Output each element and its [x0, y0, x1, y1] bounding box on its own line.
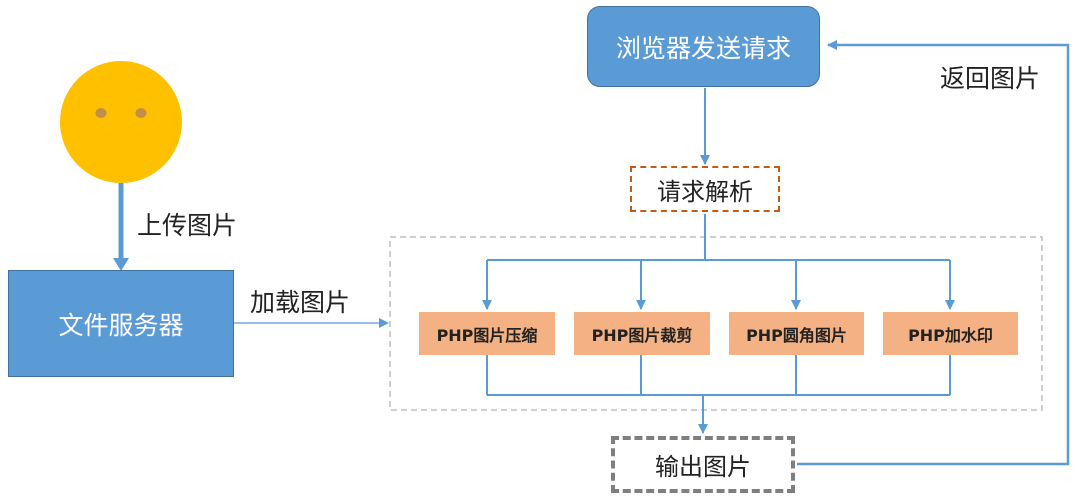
process-round-corner: PHP圆角图片: [729, 312, 864, 355]
process-crop: PHP图片裁剪: [574, 312, 710, 355]
upload-arrowhead: [113, 258, 129, 271]
process-group-frame: [389, 236, 1043, 411]
browser-request-node: 浏览器发送请求: [587, 6, 820, 87]
process-round-corner-label: PHP圆角图片: [746, 325, 847, 345]
return-label: 返回图片: [940, 64, 1041, 93]
browser-request-label: 浏览器发送请求: [615, 33, 791, 63]
process-watermark-label: PHP加水印: [908, 325, 993, 345]
output-image-node: 输出图片: [611, 436, 795, 493]
file-server-node: 文件服务器: [8, 270, 234, 377]
load-label: 加载图片: [250, 288, 351, 317]
smiley-face-icon: [60, 61, 182, 183]
process-watermark: PHP加水印: [883, 312, 1018, 355]
process-compress: PHP图片压缩: [419, 312, 555, 355]
merge-connectors: [486, 355, 951, 434]
output-image-label: 输出图片: [655, 453, 751, 481]
request-parse-node: 请求解析: [630, 166, 780, 212]
request-parse-label: 请求解析: [657, 177, 753, 206]
process-compress-label: PHP图片压缩: [436, 325, 538, 345]
file-server-label: 文件服务器: [58, 310, 184, 340]
upload-label: 上传图片: [137, 211, 238, 240]
branch-connectors: [482, 214, 955, 310]
process-crop-label: PHP图片裁剪: [591, 325, 693, 345]
return-arrow: [797, 40, 1070, 466]
